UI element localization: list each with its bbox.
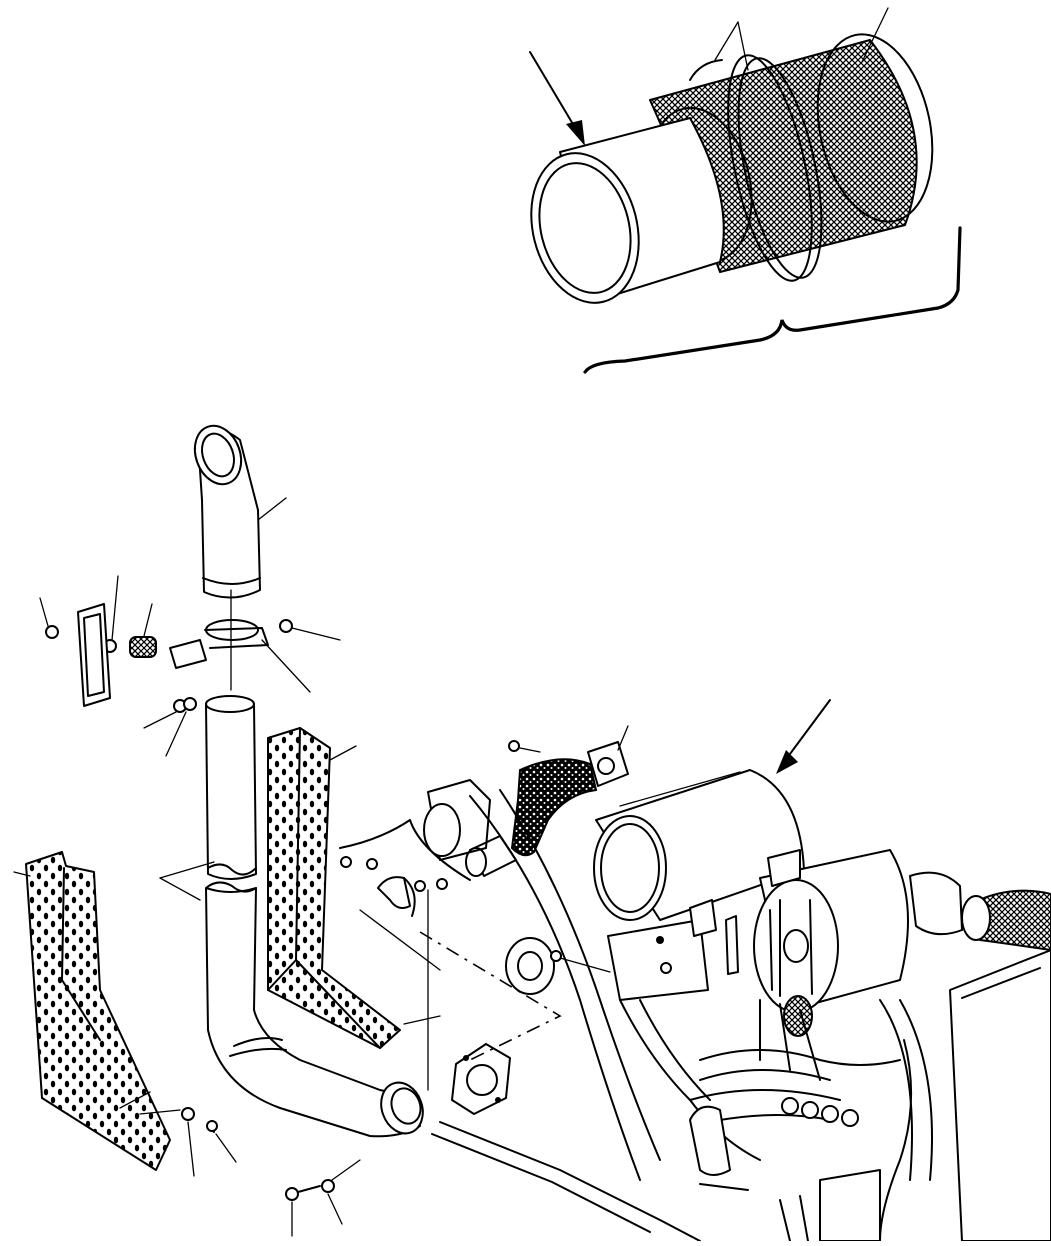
exhaust-stack-tip <box>193 424 287 691</box>
exhaust-clamp <box>169 619 341 693</box>
gasket <box>451 1043 511 1115</box>
heat-shield-right <box>267 727 401 1049</box>
exhaust-pipe-lower-elbow <box>159 861 424 1138</box>
engine-assembly <box>423 779 1051 1242</box>
muffler <box>593 699 831 921</box>
pipe-clamp-set <box>339 819 471 1091</box>
heat-shield-left <box>13 851 237 1177</box>
mounting-bracket <box>77 603 111 707</box>
exhaust-pipe-upper <box>205 695 257 880</box>
assembly-centerline <box>419 931 562 1061</box>
flex-exhaust-hose <box>465 725 629 877</box>
rubber-mount <box>39 575 197 757</box>
air-filter-element-detail <box>529 7 962 374</box>
bolt-washer-set <box>285 1159 361 1237</box>
